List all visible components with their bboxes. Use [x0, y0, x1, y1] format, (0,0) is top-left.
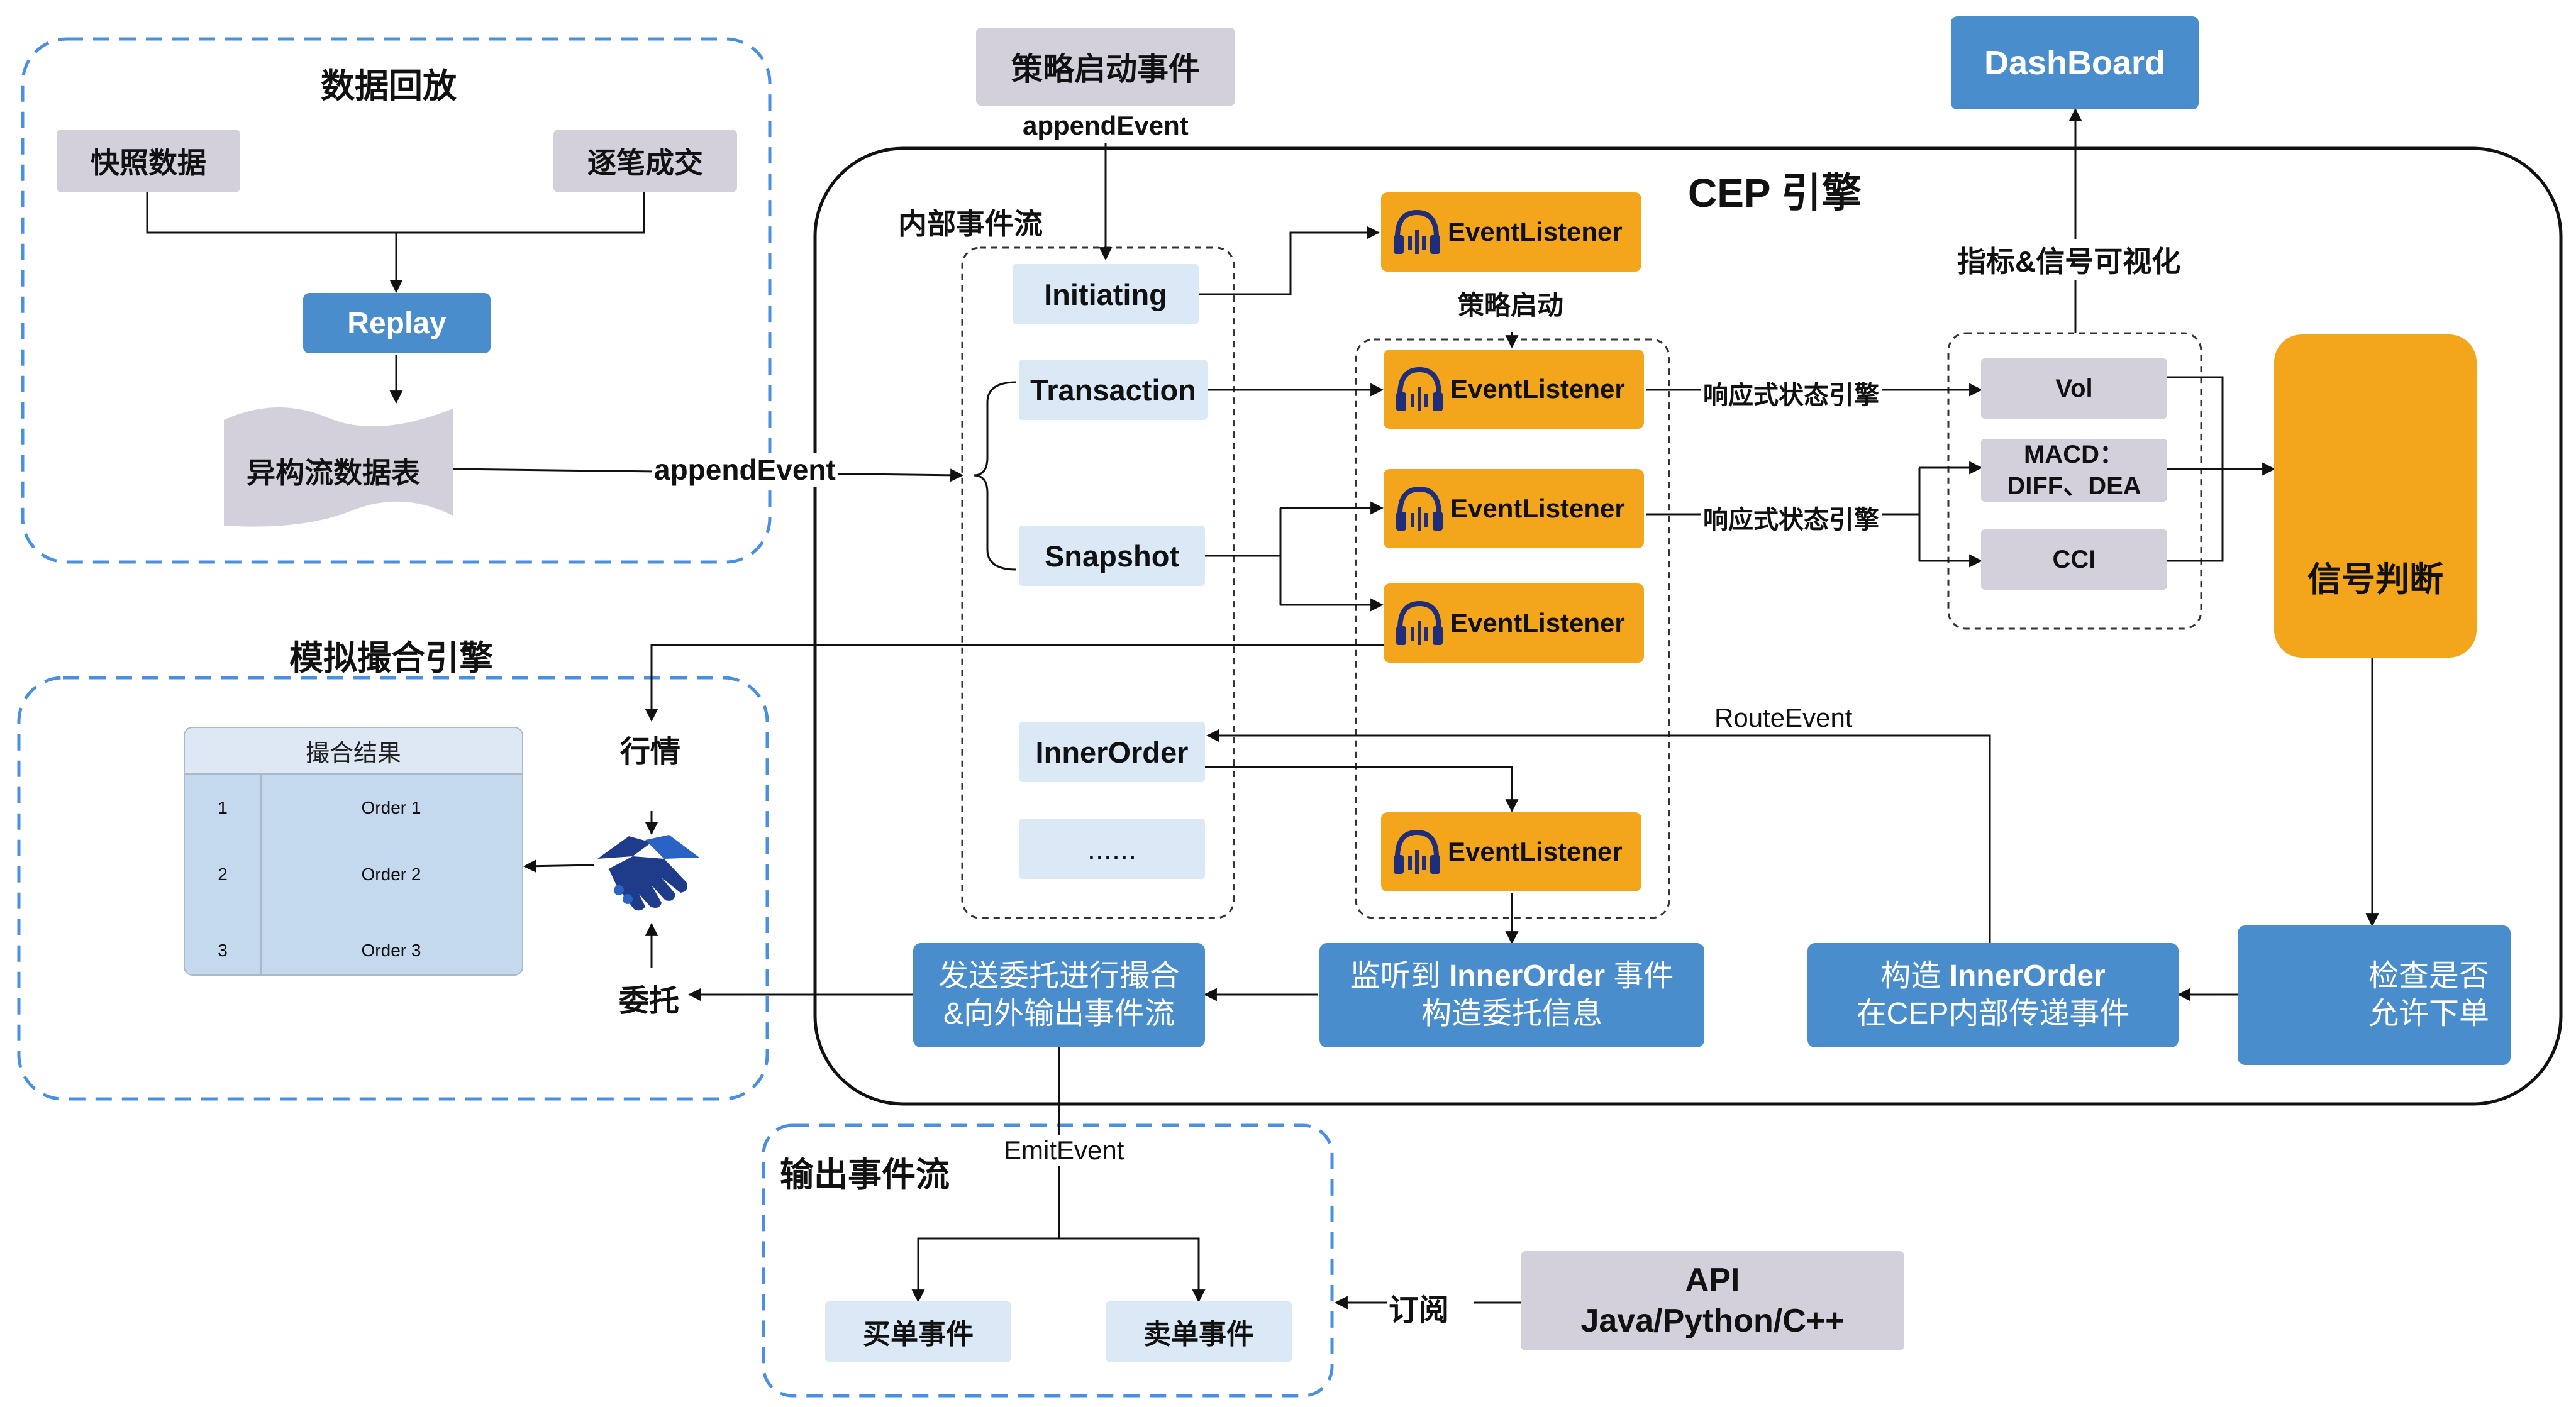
table-row: 2 Order 2 [185, 841, 522, 908]
cep-engine-border [813, 146, 2563, 1106]
construct-innerorder-box: 构造 InnerOrder 在CEP内部传递事件 [1807, 943, 2179, 1047]
listener-label: EventListener [1450, 608, 1625, 637]
internal-stream-label: 内部事件流 [898, 207, 1043, 240]
event-listener-5: EventListener [1381, 812, 1641, 891]
event-innerorder: InnerOrder [1019, 722, 1205, 782]
listener-label: EventListener [1450, 374, 1625, 404]
send-order-box: 发送委托进行撮合 &向外输出事件流 [913, 943, 1205, 1047]
reactive-engine-label-1: 响应式状态引擎 [1701, 375, 1882, 411]
data-table-label: 异构流数据表 [247, 456, 420, 489]
api-line1: API [1685, 1262, 1740, 1298]
row-order: Order 2 [361, 864, 421, 884]
headset-icon [1396, 486, 1443, 531]
send-line2: &向外输出事件流 [943, 997, 1175, 1030]
matching-title: 模拟撮合引擎 [289, 639, 493, 677]
indicator-group-box [1947, 332, 2202, 630]
replay-box: Replay [303, 293, 491, 353]
event-initiating: Initiating [1013, 264, 1199, 324]
matching-result-table: 撮合结果 1 Order 1 2 Order 2 3 Order 3 [184, 727, 523, 976]
data-table-shape [224, 407, 453, 527]
sell-event-box: 卖单事件 [1106, 1301, 1292, 1362]
route-event-label: RouteEvent [1712, 703, 1855, 733]
check-line1: 检查是否 [2368, 959, 2489, 993]
event-listener-4: EventListener [1384, 583, 1644, 663]
api-box: API Java/Python/C++ [1521, 1251, 1904, 1350]
row-number: 1 [218, 798, 228, 817]
visualize-label: 指标&信号可视化 [1957, 239, 2181, 280]
headset-icon [1394, 209, 1440, 254]
api-line2: Java/Python/C++ [1580, 1303, 1845, 1339]
indicator-vol: Vol [1981, 358, 2167, 419]
row-order: Order 1 [361, 798, 421, 817]
table-header: 撮合结果 [185, 728, 522, 775]
listener-label: EventListener [1448, 837, 1623, 866]
construct-line2: 在CEP内部传递事件 [1856, 997, 2130, 1030]
emit-event-label: EmitEvent [1001, 1135, 1127, 1166]
reactive-engine-label-2: 响应式状态引擎 [1701, 499, 1882, 536]
event-transaction: Transaction [1019, 360, 1208, 420]
listen-line2: 构造委托信息 [1421, 997, 1602, 1030]
replay-title: 数据回放 [321, 67, 457, 105]
subscribe-label: 订阅 [1389, 1294, 1450, 1327]
table-row: 1 Order 1 [185, 775, 522, 841]
internal-stream-box [961, 246, 1235, 919]
row-number: 3 [218, 941, 228, 960]
headset-icon [1396, 600, 1443, 645]
indicator-macd: MACD： DIFF、DEA [1981, 439, 2167, 502]
matching-group [17, 676, 769, 1101]
entrust-label: 委托 [619, 985, 680, 1018]
buy-event-box: 买单事件 [825, 1301, 1011, 1362]
replay-group [21, 37, 772, 564]
output-group [762, 1123, 1334, 1398]
table-row: 3 Order 3 [185, 908, 522, 974]
strategy-start-label: 策略启动 [1458, 290, 1564, 320]
dashboard-box: DashBoard [1951, 16, 2199, 109]
output-title: 输出事件流 [780, 1156, 950, 1194]
cep-title: CEP 引擎 [1688, 170, 1862, 216]
listen-innerorder-box: 监听到 InnerOrder 事件 构造委托信息 [1319, 943, 1704, 1047]
listener-label: EventListener [1448, 217, 1623, 246]
macd-line2: DIFF、DEA [2007, 472, 2141, 500]
row-order: Order 3 [361, 941, 421, 960]
row-number: 2 [218, 864, 228, 884]
handshake-icon [597, 835, 699, 911]
signal-box: 信号判断 [2274, 334, 2477, 658]
send-line1: 发送委托进行撮合 [938, 959, 1180, 993]
event-snapshot: Snapshot [1019, 526, 1205, 586]
event-listener-1: EventListener [1381, 192, 1641, 272]
headset-icon [1394, 829, 1440, 874]
headset-icon [1396, 367, 1443, 411]
macd-line1: MACD： [2024, 441, 2124, 468]
check-line2: 允许下单 [2368, 997, 2489, 1030]
signal-label: 信号判断 [2307, 561, 2443, 599]
event-more: ...... [1019, 819, 1205, 879]
event-listener-3: EventListener [1384, 469, 1644, 548]
market-label: 行情 [620, 727, 681, 771]
strategy-start-event-box: 策略启动事件 [976, 28, 1235, 106]
check-order-box: 检查是否 允许下单 [2238, 925, 2511, 1065]
append-event-top: appendEvent [1020, 111, 1191, 141]
listen-line1: 监听到 InnerOrder 事件 [1350, 959, 1674, 993]
append-event-left: appendEvent [652, 453, 838, 487]
snapshot-data-box: 快照数据 [57, 130, 240, 192]
indicator-cci: CCI [1981, 529, 2167, 590]
event-listener-2: EventListener [1384, 350, 1644, 429]
listener-label: EventListener [1450, 494, 1625, 523]
tick-trades-box: 逐笔成交 [553, 130, 737, 192]
construct-line1: 构造 InnerOrder [1880, 959, 2106, 993]
